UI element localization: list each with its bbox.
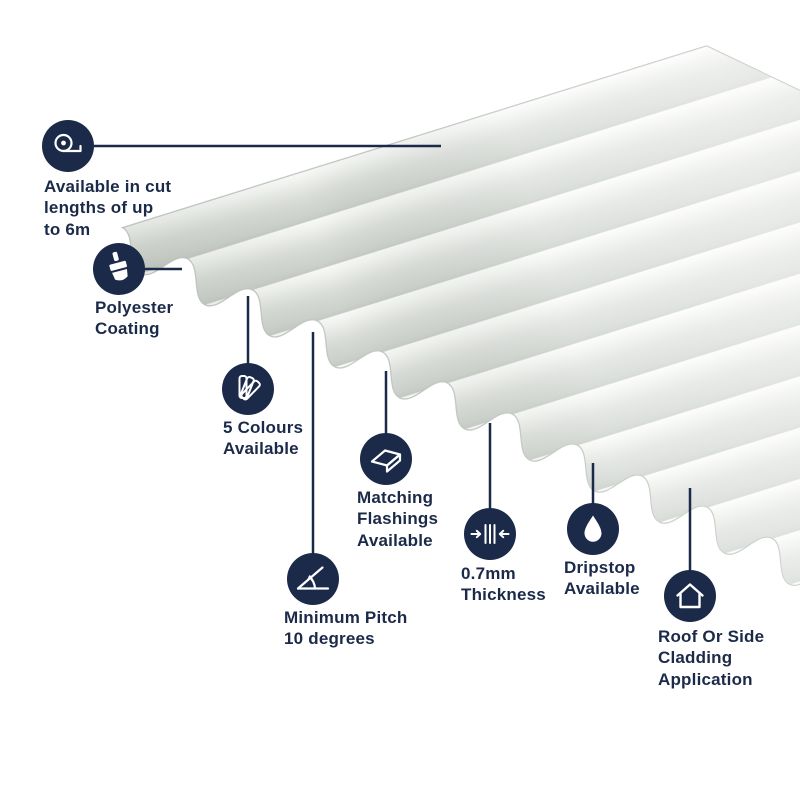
feature-label-cladding: Roof Or Side Cladding Application [658, 627, 765, 689]
paintbrush-icon [93, 243, 145, 295]
feature-label-polyester: Polyester Coating [95, 298, 174, 339]
feature-label-pitch: Minimum Pitch 10 degrees [284, 608, 408, 649]
corrugated-sheet-shading [122, 45, 800, 679]
feature-label-flashings: Matching Flashings Available [357, 488, 439, 550]
pitch-angle-icon [287, 553, 339, 605]
water-droplet-icon [567, 503, 619, 555]
feature-label-colours: 5 Colours Available [223, 418, 304, 459]
colour-swatch-fan-icon [222, 363, 274, 415]
feature-label-dripstop: Dripstop Available [564, 558, 640, 599]
feature-label-thickness: 0.7mm Thickness [461, 564, 546, 605]
corrugated-sheet [120, 45, 800, 679]
house-icon [664, 570, 716, 622]
flashing-sheet-icon [360, 433, 412, 485]
feature-label-cut-lengths: Available in cut lengths of up to 6m [44, 177, 172, 239]
thickness-arrows-icon [464, 508, 516, 560]
connector-lines [94, 144, 692, 571]
tape-measure-icon [42, 120, 94, 172]
